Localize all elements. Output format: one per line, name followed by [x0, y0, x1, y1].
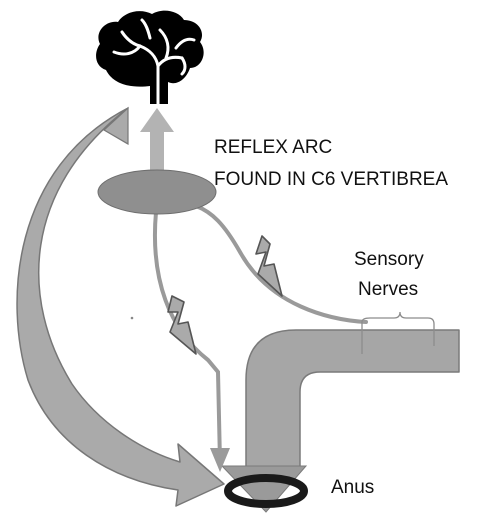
brain-icon: [96, 11, 204, 104]
ascending-arrow: [140, 108, 174, 178]
sensory-nerve-path: [196, 206, 366, 322]
diagram-title-line2: FOUND IN C6 VERTIBREA: [214, 168, 448, 192]
lightning-bolt-icon: [168, 296, 196, 354]
large-curved-arrow: [17, 108, 224, 506]
stray-dot: [131, 317, 134, 320]
anus-label: Anus: [331, 476, 374, 500]
reflex-center-ellipse: [98, 170, 216, 214]
diagram-title-line1: REFLEX ARC: [214, 136, 332, 160]
sensory-label-line1: Sensory: [354, 248, 424, 272]
intestine-pipe: [246, 330, 459, 468]
sensory-label-line2: Nerves: [358, 278, 418, 302]
